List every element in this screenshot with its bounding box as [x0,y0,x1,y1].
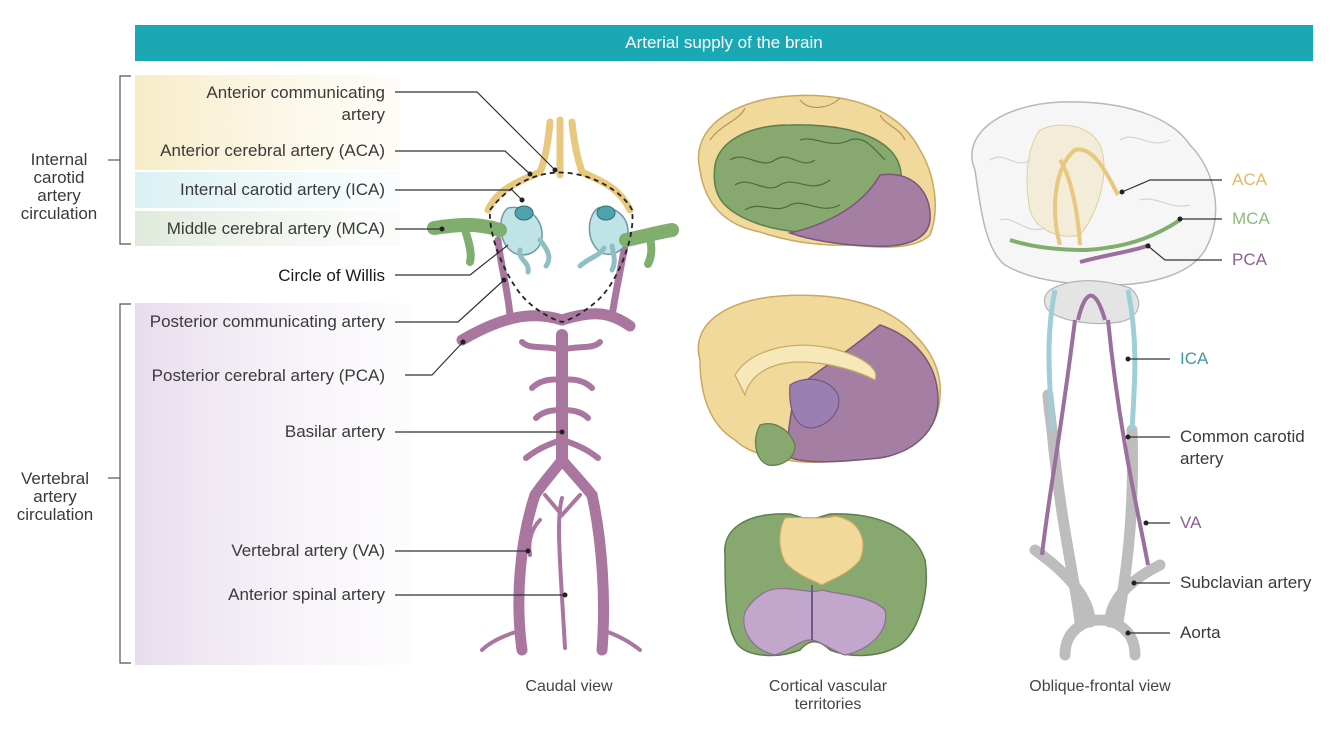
bracket-internal [108,75,131,245]
group-label-internal: Internal carotid artery circulation [20,150,98,223]
label-anterior-communicating: Anterior communicating artery [206,83,385,124]
caption-cortical-territories: Cortical vascular territories [768,678,888,713]
label-vertebral: Vertebral artery (VA) [231,541,385,560]
label-right-subclavian: Subclavian artery [1180,573,1312,592]
oblique-view-illustration [971,101,1217,661]
leader-lines-right [1121,179,1222,634]
caudal-view-illustration [427,116,679,656]
group-label-vertebral: Vertebral artery circulation [16,469,94,524]
label-right-aca: ACA [1232,170,1267,189]
label-right-va: VA [1180,513,1202,532]
bracket-vertebral [108,303,131,664]
band-mca [135,211,400,246]
leader-lines-left [395,91,565,596]
label-circle-of-willis: Circle of Willis [278,266,385,285]
band-aca [135,75,400,170]
label-right-common-carotid: Common carotid artery [1180,427,1305,468]
label-right-pca: PCA [1232,250,1267,269]
label-right-aorta: Aorta [1180,623,1221,642]
label-right-ica: ICA [1180,349,1209,368]
label-posterior-communicating: Posterior communicating artery [149,312,385,331]
label-basilar: Basilar artery [284,422,385,441]
caption-oblique-frontal-view: Oblique-frontal view [1029,678,1171,695]
label-pca: Posterior cerebral artery (PCA) [151,366,385,385]
label-mca: Middle cerebral artery (MCA) [166,219,385,238]
title-banner: Arterial supply of the brain [135,25,1313,61]
leader-dots-right [1119,189,1183,636]
lateral-brain-illustration [697,94,936,248]
coronal-brain-illustration [724,513,927,657]
label-ica: Internal carotid artery (ICA) [179,180,385,199]
label-anterior-spinal: Anterior spinal artery [228,585,385,604]
label-right-mca: MCA [1232,209,1270,228]
caption-caudal-view: Caudal view [525,678,613,695]
medial-brain-illustration [697,294,941,466]
label-aca: Anterior cerebral artery (ACA) [160,141,385,160]
band-ica [135,172,400,208]
leader-dots-left [439,167,568,598]
band-vertebral [135,303,410,665]
